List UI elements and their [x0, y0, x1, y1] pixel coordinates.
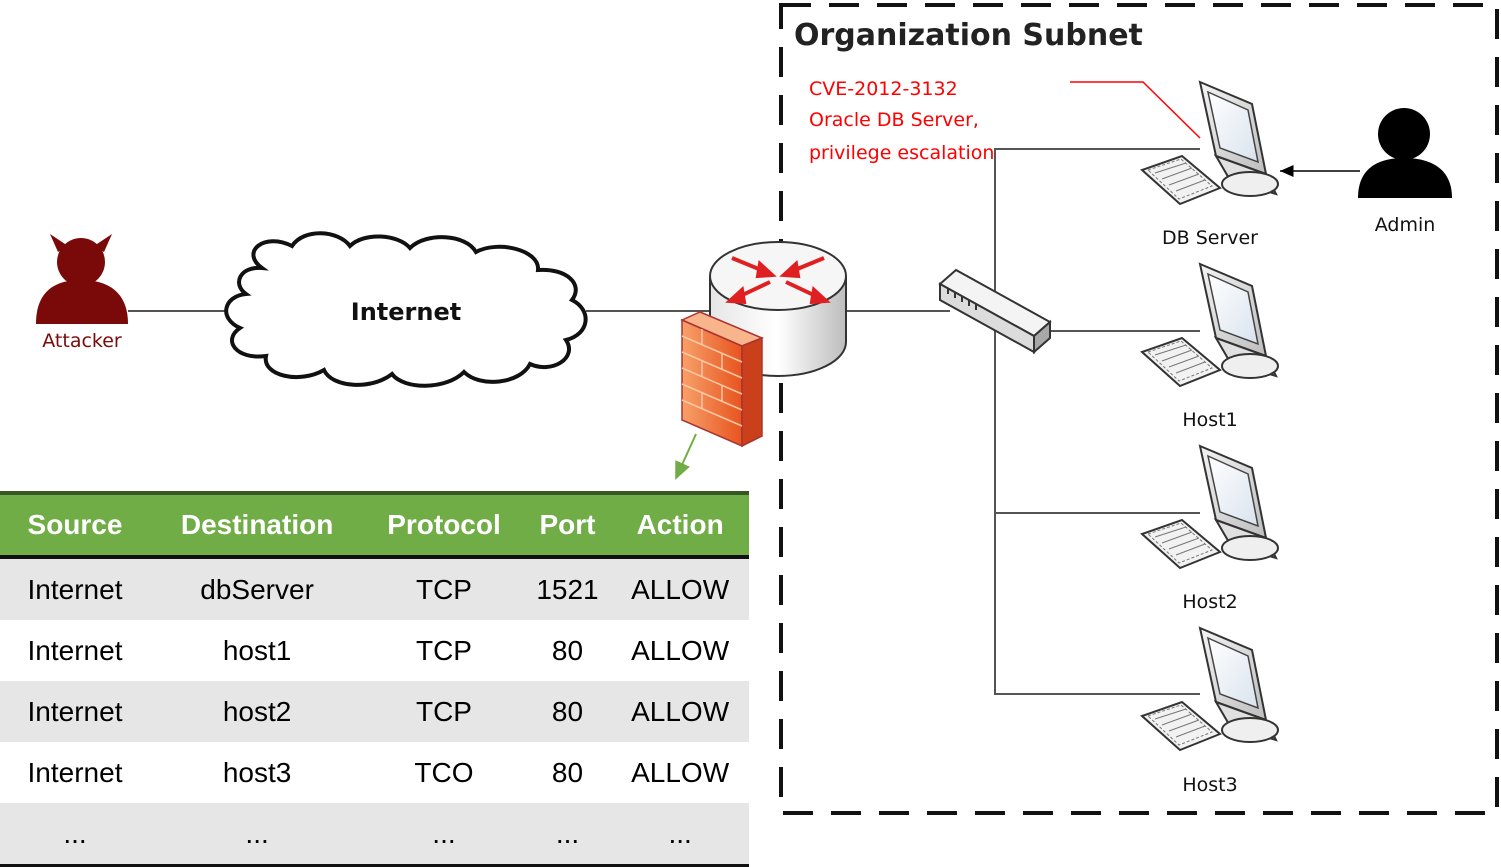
cell-port: ...	[523, 803, 612, 866]
cell-protocol: TCP	[364, 681, 524, 742]
table-row: Internet host3 TCO 80 ALLOW	[0, 742, 749, 803]
header-port: Port	[523, 493, 612, 557]
attacker-label: Attacker	[42, 330, 122, 352]
host2-computer-icon	[1141, 445, 1279, 569]
firewall-rules-arrow	[675, 433, 697, 480]
subnet-title: Organization Subnet	[794, 18, 1143, 53]
cell-action: ...	[611, 803, 749, 866]
cell-port: 1521	[523, 557, 612, 620]
internet-label: Internet	[351, 298, 461, 326]
host3-computer-icon	[1141, 627, 1279, 751]
cell-source: ...	[0, 803, 150, 866]
table-row: ... ... ... ... ...	[0, 803, 749, 866]
host1-label: Host1	[1182, 409, 1237, 431]
vuln-line-1: CVE-2012-3132	[809, 78, 958, 100]
table-row: Internet host2 TCP 80 ALLOW	[0, 681, 749, 742]
host1-computer-icon	[1141, 263, 1279, 387]
vuln-callout-line	[1070, 81, 1201, 139]
admin-label: Admin	[1375, 214, 1436, 236]
cell-destination: ...	[150, 803, 365, 866]
cell-action: ALLOW	[611, 557, 749, 620]
table-row: Internet host1 TCP 80 ALLOW	[0, 620, 749, 681]
header-destination: Destination	[150, 493, 365, 557]
cell-destination: dbServer	[150, 557, 365, 620]
firewall-rules-table: Source Destination Protocol Port Action …	[0, 491, 749, 867]
table-row: Internet dbServer TCP 1521 ALLOW	[0, 557, 749, 620]
cell-action: ALLOW	[611, 681, 749, 742]
cell-port: 80	[523, 681, 612, 742]
cell-port: 80	[523, 620, 612, 681]
vuln-line-2: Oracle DB Server,	[809, 109, 979, 131]
cell-source: Internet	[0, 742, 150, 803]
header-action: Action	[611, 493, 749, 557]
cell-protocol: ...	[364, 803, 524, 866]
subnet-boundary	[779, 3, 1499, 815]
db-server-label: DB Server	[1162, 227, 1258, 249]
cell-destination: host1	[150, 620, 365, 681]
cell-protocol: TCP	[364, 557, 524, 620]
cell-port: 80	[523, 742, 612, 803]
switch-icon	[938, 268, 1052, 355]
cell-source: Internet	[0, 620, 150, 681]
header-source: Source	[0, 493, 150, 557]
link-dbserver	[994, 148, 1200, 695]
header-protocol: Protocol	[364, 493, 524, 557]
router-icon	[709, 241, 847, 377]
table-header-row: Source Destination Protocol Port Action	[0, 493, 749, 557]
cell-protocol: TCO	[364, 742, 524, 803]
cell-protocol: TCP	[364, 620, 524, 681]
cell-destination: host3	[150, 742, 365, 803]
cell-source: Internet	[0, 681, 150, 742]
internet-cloud	[224, 231, 588, 388]
cell-action: ALLOW	[611, 742, 749, 803]
host3-label: Host3	[1182, 774, 1237, 796]
attacker-icon	[36, 234, 128, 324]
host2-label: Host2	[1182, 591, 1237, 613]
cell-action: ALLOW	[611, 620, 749, 681]
cell-destination: host2	[150, 681, 365, 742]
vuln-line-3: privilege escalation	[809, 142, 994, 164]
cell-source: Internet	[0, 557, 150, 620]
admin-icon	[1358, 108, 1452, 198]
firewall-icon	[680, 311, 764, 448]
